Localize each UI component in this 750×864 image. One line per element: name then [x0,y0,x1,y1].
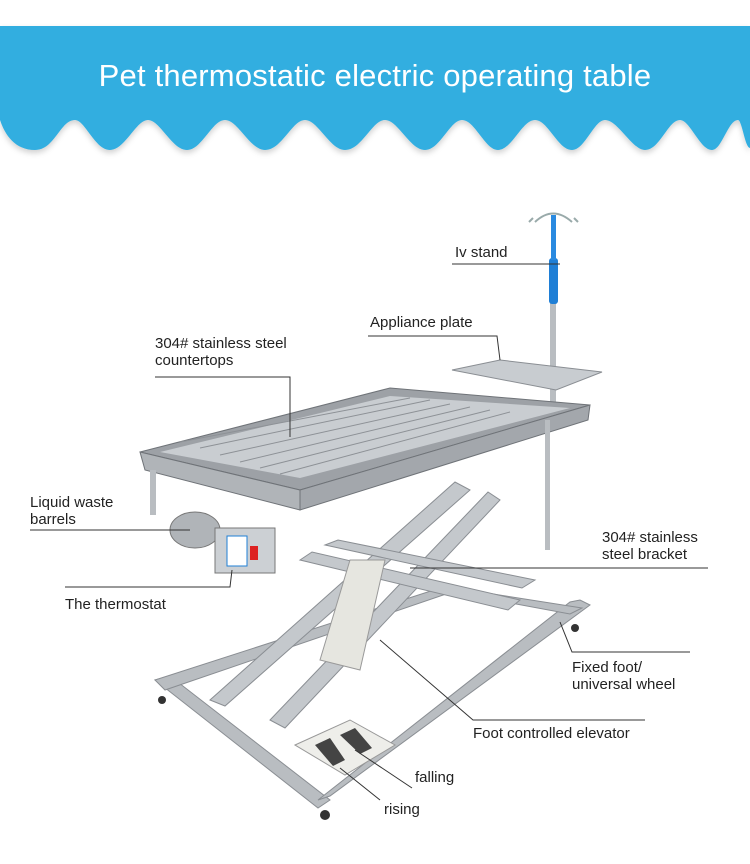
label-bracket-line2: steel bracket [602,546,688,563]
label-rising: rising [384,801,420,818]
appliance-plate [451,359,603,391]
elevator-actuator [319,559,386,671]
label-foot-elevator: Foot controlled elevator [473,725,630,742]
label-countertops-line2: countertops [155,352,234,369]
iv-pole [550,300,556,410]
title-banner [0,26,750,150]
label-falling: falling [415,769,455,786]
iv-pole-grip [549,258,558,304]
label-fixed-foot-line1: Fixed foot/ [572,659,643,676]
label-thermostat: The thermostat [65,596,166,613]
label-countertops-line1: 304# stainless steel [155,335,287,352]
foot-pedal [293,719,396,776]
label-iv-stand: Iv stand [455,244,508,261]
label-bracket-line1: 304# stainless [602,529,698,546]
label-liquid-waste-line1: Liquid waste [30,494,114,511]
iv-hooks [528,212,579,223]
leader-lines [30,263,708,801]
label-liquid-waste-line2: barrels [30,511,76,528]
label-appliance-plate: Appliance plate [370,314,473,331]
page-title: Pet thermostatic electric operating tabl… [98,58,652,93]
label-fixed-foot-line2: universal wheel [572,676,676,693]
